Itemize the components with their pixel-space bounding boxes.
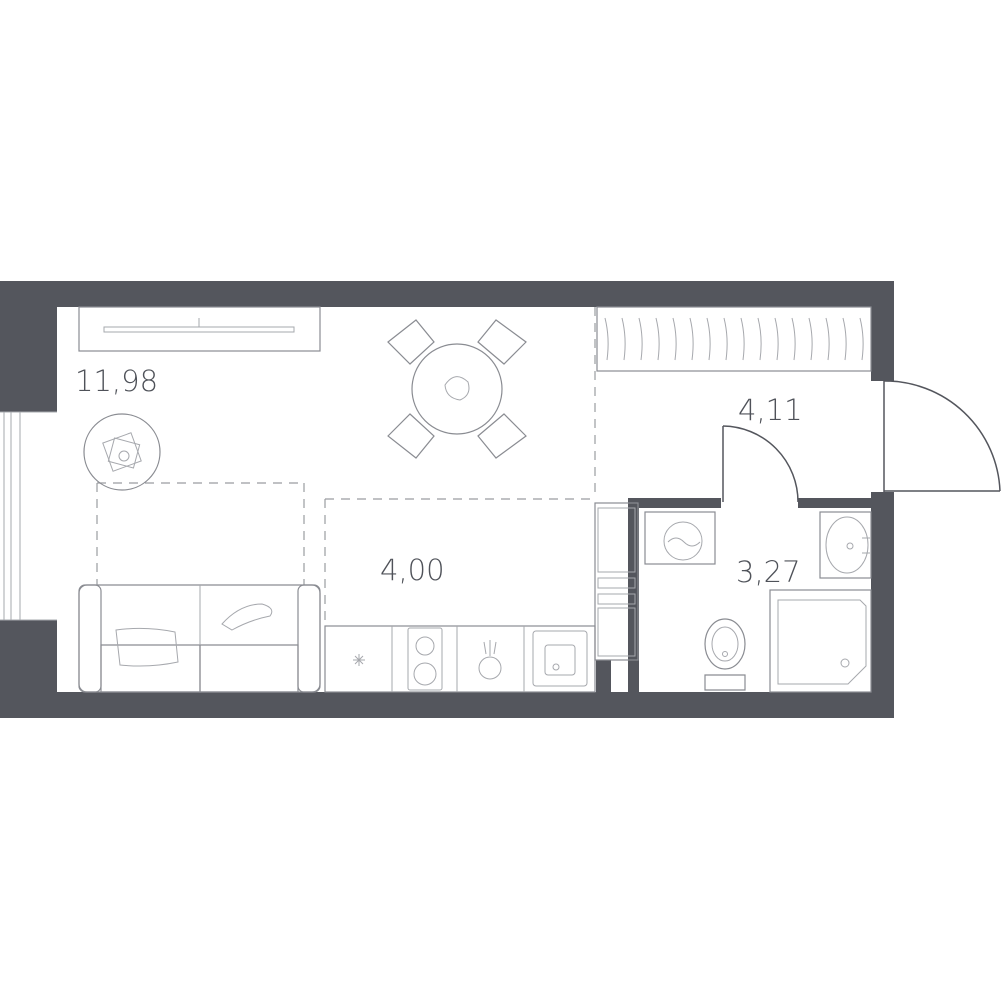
bathroom-fixtures (644, 511, 872, 693)
bathroom-area-label: 3,27 (736, 555, 801, 589)
dining-set (387, 319, 527, 459)
wardrobe-hanger (825, 317, 830, 361)
wardrobe-hanger (723, 317, 728, 361)
wall-bottom (0, 692, 894, 718)
wardrobe-hanger (842, 317, 847, 361)
wall-right-lower (871, 492, 894, 718)
wardrobe-hanger (774, 317, 779, 361)
wardrobe-hanger (689, 317, 694, 361)
hall-area-label: 4,11 (738, 393, 803, 427)
wardrobe-hanger (638, 317, 643, 361)
wall-left-upper (0, 281, 57, 412)
hood-icon (478, 640, 502, 680)
fridge-snowflake-icon (353, 654, 365, 666)
kitchen-counter (324, 502, 639, 693)
wall-top (0, 281, 894, 307)
wall-left-lower (0, 620, 57, 718)
wardrobe-hanger (672, 317, 677, 361)
wardrobe-hanger (791, 317, 796, 361)
washing-machine (644, 511, 716, 565)
wall-right-upper (871, 281, 894, 381)
wardrobe-hanger (706, 317, 711, 361)
window-left (0, 411, 57, 621)
wardrobe (596, 306, 872, 372)
wall-bath-top-left (639, 498, 721, 508)
wardrobe-hanger (808, 317, 813, 361)
kitchen-sink (532, 630, 588, 687)
wall-shaft (596, 660, 611, 695)
coffee-table (83, 413, 161, 491)
living-room-area-label: 11,98 (75, 364, 158, 398)
wardrobe-hanger (604, 317, 609, 361)
tall-cabinet (594, 502, 639, 661)
wall-bath-top-right (798, 498, 873, 508)
kitchen-area-label: 4,00 (380, 553, 445, 587)
bathroom-door (722, 425, 799, 503)
washbasin (819, 511, 872, 579)
walls (0, 281, 894, 718)
wardrobe-hanger (655, 317, 660, 361)
sofa (78, 584, 321, 693)
wardrobe-hanger (757, 317, 762, 361)
tv-unit (78, 306, 321, 352)
cooktop (407, 627, 443, 691)
wardrobe-hanger (740, 317, 745, 361)
wall-bath-left (628, 498, 639, 695)
zone-dividers (96, 307, 596, 626)
shower-tray (769, 589, 872, 693)
wardrobe-hanger (859, 317, 864, 361)
wardrobe-hanger (621, 317, 626, 361)
toilet (704, 618, 746, 691)
entrance-door (883, 380, 1001, 492)
